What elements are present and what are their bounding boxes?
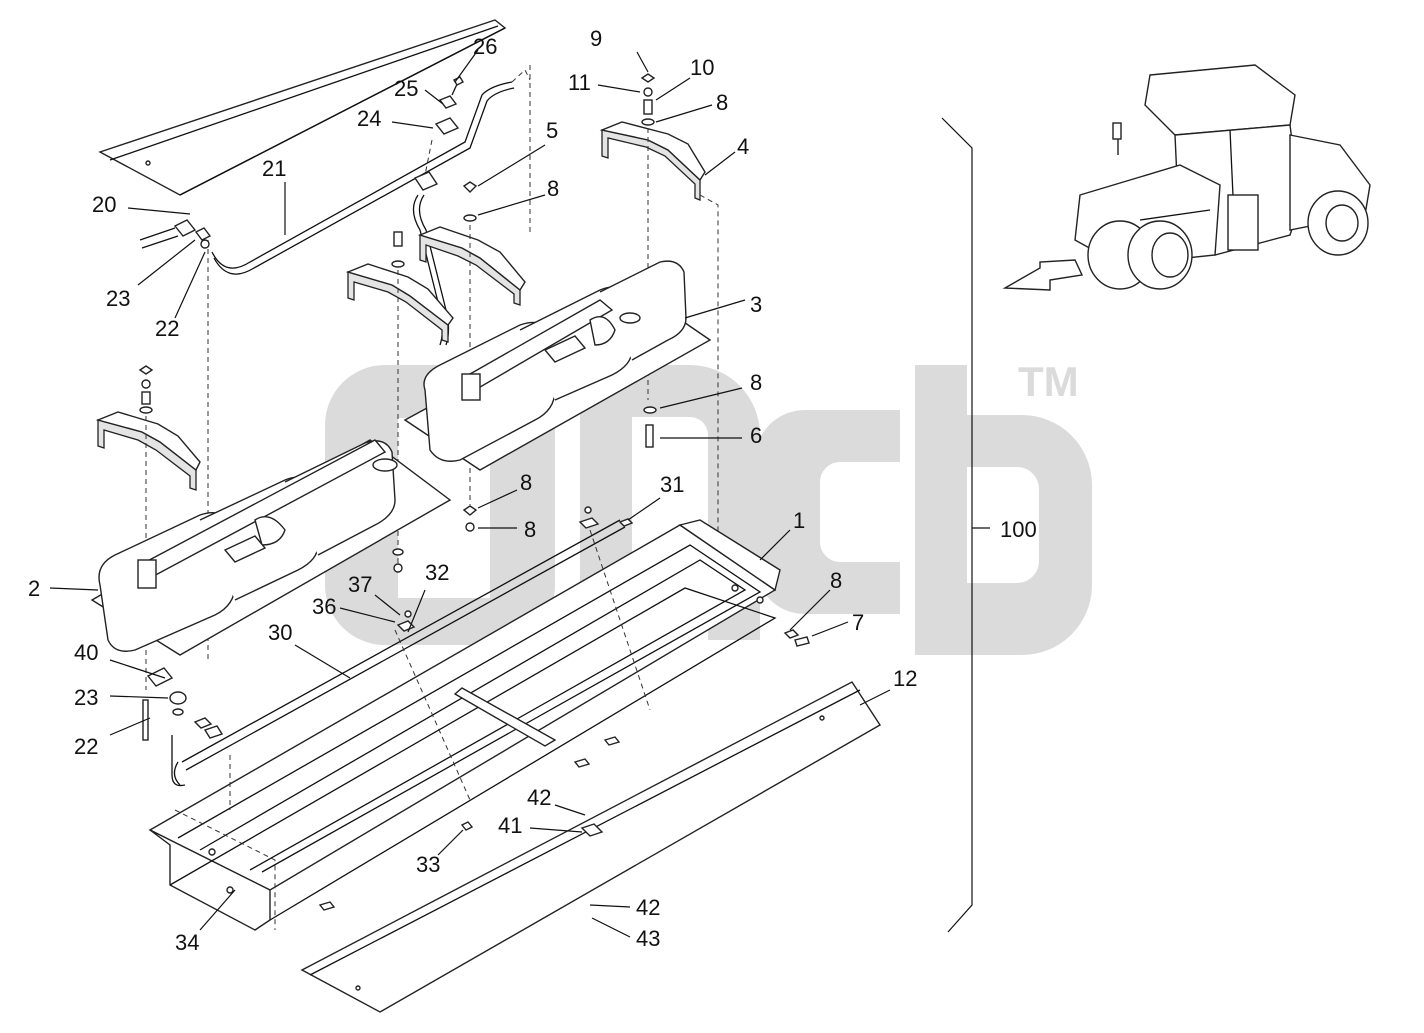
trademark-label: TM bbox=[1018, 358, 1079, 405]
callout-40: 41 bbox=[498, 813, 522, 838]
callout-21: 21 bbox=[262, 156, 286, 181]
callout-10: 10 bbox=[690, 55, 714, 80]
callout-30: 30 bbox=[268, 620, 292, 645]
callout-100: 100 bbox=[1000, 517, 1037, 542]
callout-43: 43 bbox=[636, 926, 660, 951]
callout-25: 25 bbox=[394, 76, 418, 101]
callout-34: 34 bbox=[175, 930, 199, 955]
leader-lines bbox=[49, 49, 891, 938]
callout-33: 33 bbox=[416, 852, 440, 877]
callout-8-lower: 8 bbox=[520, 470, 532, 495]
bottom-cover-plate bbox=[300, 681, 881, 1013]
support-rod bbox=[173, 519, 626, 786]
callout-7: 7 bbox=[852, 610, 864, 635]
direction-arrow bbox=[1002, 259, 1084, 291]
callout-6: 6 bbox=[750, 423, 762, 448]
callout-23-top: 23 bbox=[106, 286, 130, 311]
fuel-tank-upper bbox=[403, 260, 712, 471]
callout-22-bottom: 22 bbox=[74, 734, 98, 759]
callout-1: 1 bbox=[793, 508, 805, 533]
callout-41: 42 bbox=[527, 785, 551, 810]
callout-23-bottom: 23 bbox=[74, 685, 98, 710]
callout-20: 20 bbox=[92, 192, 116, 217]
tank-bracket-left bbox=[95, 411, 201, 491]
callout-31: 31 bbox=[660, 472, 684, 497]
callout-12: 12 bbox=[893, 666, 917, 691]
assembly-bracket bbox=[941, 117, 973, 933]
bolt-stack-right bbox=[640, 73, 719, 560]
callout-42: 42 bbox=[636, 895, 660, 920]
callout-2: 2 bbox=[28, 576, 40, 601]
fuel-line bbox=[139, 65, 531, 660]
tank-bracket-right bbox=[599, 121, 706, 201]
callout-8-right: 8 bbox=[750, 370, 762, 395]
top-cover-plate bbox=[98, 19, 507, 196]
callout-26: 26 bbox=[473, 34, 497, 59]
callout-13: 9 bbox=[590, 26, 602, 51]
fuel-tank-lower bbox=[90, 439, 452, 656]
callout-8-frame: 8 bbox=[830, 568, 842, 593]
callout-37: 40 bbox=[74, 640, 98, 665]
callout-3: 3 bbox=[750, 292, 762, 317]
callout-24: 24 bbox=[357, 106, 381, 131]
callout-11: 11 bbox=[568, 70, 591, 95]
callout-labels: 9 11 10 8 4 5 8 3 8 6 8 8 31 1 8 7 12 10… bbox=[28, 26, 1037, 955]
callout-9: 8 bbox=[524, 517, 536, 542]
callout-4: 4 bbox=[737, 134, 749, 159]
callout-36: 37 bbox=[348, 572, 372, 597]
callout-32: 32 bbox=[425, 560, 449, 585]
callout-8-top: 8 bbox=[716, 90, 728, 115]
machine-thumbnail bbox=[1074, 64, 1371, 290]
callout-8-mid: 8 bbox=[547, 176, 559, 201]
callout-35: 36 bbox=[312, 594, 336, 619]
callout-5: 5 bbox=[546, 118, 558, 143]
tank-bracket-middle-a bbox=[417, 226, 526, 306]
callout-22-top: 22 bbox=[155, 316, 179, 341]
